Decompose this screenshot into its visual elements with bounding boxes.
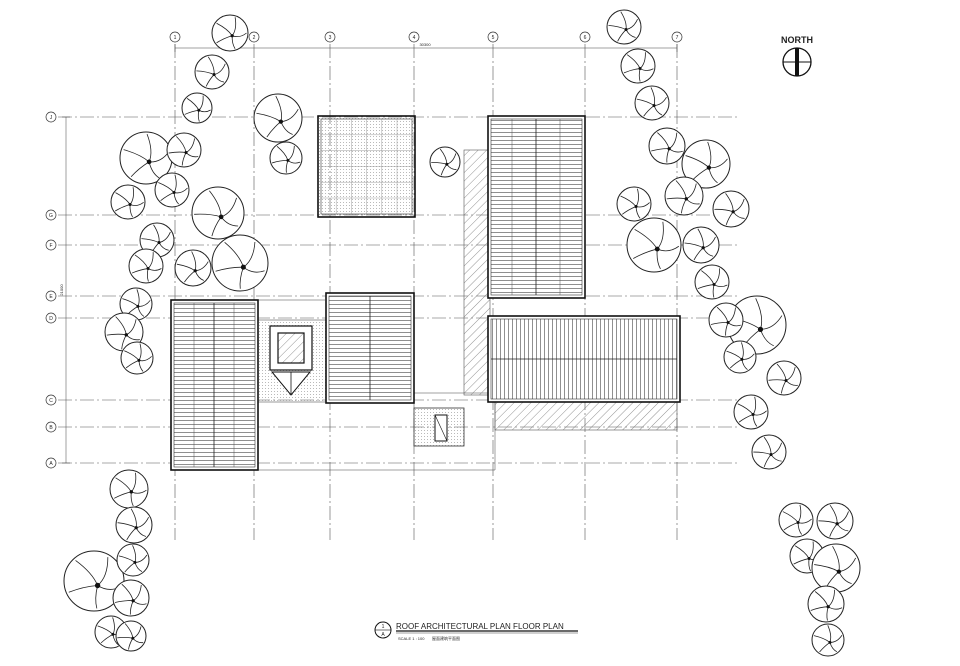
site-outline	[258, 299, 496, 471]
grid-label-col-5: 5	[492, 35, 495, 41]
tree-36	[751, 434, 787, 470]
grid-label-row-E: E	[49, 294, 53, 300]
tree-16	[104, 312, 144, 352]
tree-21	[620, 48, 656, 84]
grid-bubble-col-7	[671, 31, 683, 43]
grid-bubble-row-F	[45, 239, 57, 251]
tree-23	[648, 127, 686, 165]
tree-27	[712, 190, 750, 228]
tree-33	[723, 340, 757, 374]
tree-37	[109, 469, 149, 509]
canopy-hatch	[463, 149, 678, 431]
grid-bubble-row-J	[45, 111, 57, 123]
grid-label-col-1: 1	[174, 35, 177, 41]
tree-5	[269, 141, 303, 175]
grid-bubble-row-C	[45, 394, 57, 406]
tree-31	[727, 295, 787, 355]
tree-32	[708, 302, 744, 338]
skylight	[269, 325, 313, 396]
grid-bubble-row-A	[45, 457, 57, 469]
grid-label-row-B: B	[49, 425, 53, 431]
tree-41	[112, 579, 150, 617]
tree-38	[115, 506, 153, 544]
tree-15	[119, 287, 153, 321]
drawing-title-chinese: 屋面建筑平面图	[432, 635, 460, 641]
tree-13	[174, 249, 212, 287]
tree-24	[681, 139, 731, 189]
tree-14	[211, 234, 269, 292]
drawing-scale: SCALE 1 : 100	[398, 636, 425, 641]
tree-6	[119, 131, 173, 185]
grid-label-row-A: A	[49, 461, 53, 467]
tree-45	[816, 502, 854, 540]
tree-8	[154, 172, 190, 208]
roof-south-east	[487, 315, 681, 403]
grid-bubble-row-E	[45, 290, 57, 302]
grid-label-col-7: 7	[676, 35, 679, 41]
roof-central	[325, 292, 415, 404]
title-symbol-top: 1	[382, 624, 385, 630]
tree-2	[194, 54, 230, 90]
title-block: 1 A ROOF ARCHITECTURAL PLAN FLOOR PLAN S…	[374, 621, 578, 641]
drawing-title: ROOF ARCHITECTURAL PLAN FLOOR PLAN	[396, 622, 564, 631]
roof-north-west	[317, 115, 416, 218]
tree-28	[626, 217, 682, 273]
overall-depth-label: 21000	[59, 284, 64, 296]
tree-47	[811, 543, 861, 593]
grid-label-row-C: C	[49, 398, 53, 404]
grid-label-col-6: 6	[584, 35, 587, 41]
tree-30	[694, 264, 730, 300]
grid-bubble-col-3	[324, 31, 336, 43]
north-label: NORTH	[781, 35, 813, 45]
north-arrow: NORTH	[781, 35, 813, 77]
tree-1	[211, 14, 249, 52]
roof-north-east	[487, 115, 586, 299]
tree-3	[181, 92, 213, 124]
tree-20	[606, 9, 642, 45]
grid-bubble-row-D	[45, 312, 57, 324]
grid-label-col-2: 2	[253, 35, 256, 41]
tree-49	[811, 623, 845, 657]
tree-4	[253, 93, 303, 143]
grid-bubble-row-G	[45, 209, 57, 221]
roof-west	[170, 299, 259, 471]
grid-bubble-col-5	[487, 31, 499, 43]
grid-bubble-col-6	[579, 31, 591, 43]
overall-width-label: 30300	[419, 42, 431, 47]
tree-11	[139, 222, 175, 258]
tree-18	[429, 146, 461, 178]
tree-34	[766, 360, 802, 396]
tree-25	[664, 176, 704, 216]
tree-29	[682, 226, 720, 264]
grid-label-row-G: G	[49, 213, 53, 219]
grid-bubble-col-1	[169, 31, 181, 43]
grid-label-row-F: F	[49, 243, 52, 249]
tree-43	[115, 620, 147, 652]
title-symbol-bottom: A	[381, 632, 385, 638]
tree-7	[166, 132, 202, 168]
grid-label-row-J: J	[50, 115, 53, 121]
grid-label-col-3: 3	[329, 35, 332, 41]
tree-9	[191, 186, 245, 240]
dimension-lines: 30300 21000	[59, 42, 678, 464]
entry-canopy	[413, 407, 465, 447]
tree-48	[807, 585, 845, 623]
trees	[63, 9, 861, 657]
tree-44	[778, 502, 814, 538]
grid-label-col-4: 4	[413, 35, 416, 41]
tree-26	[616, 186, 652, 222]
tree-22	[634, 85, 670, 121]
grid-bubbles: 1 2 3 4 5 6 7J G F E D C B A	[45, 31, 683, 469]
grid-label-row-D: D	[49, 316, 53, 322]
tree-12	[128, 248, 164, 284]
tree-10	[110, 184, 146, 220]
tree-40	[116, 543, 150, 577]
tree-35	[733, 394, 769, 430]
grid-bubble-col-2	[248, 31, 260, 43]
grid-bubble-col-4	[408, 31, 420, 43]
tree-17	[120, 341, 154, 375]
grid-bubble-row-B	[45, 421, 57, 433]
